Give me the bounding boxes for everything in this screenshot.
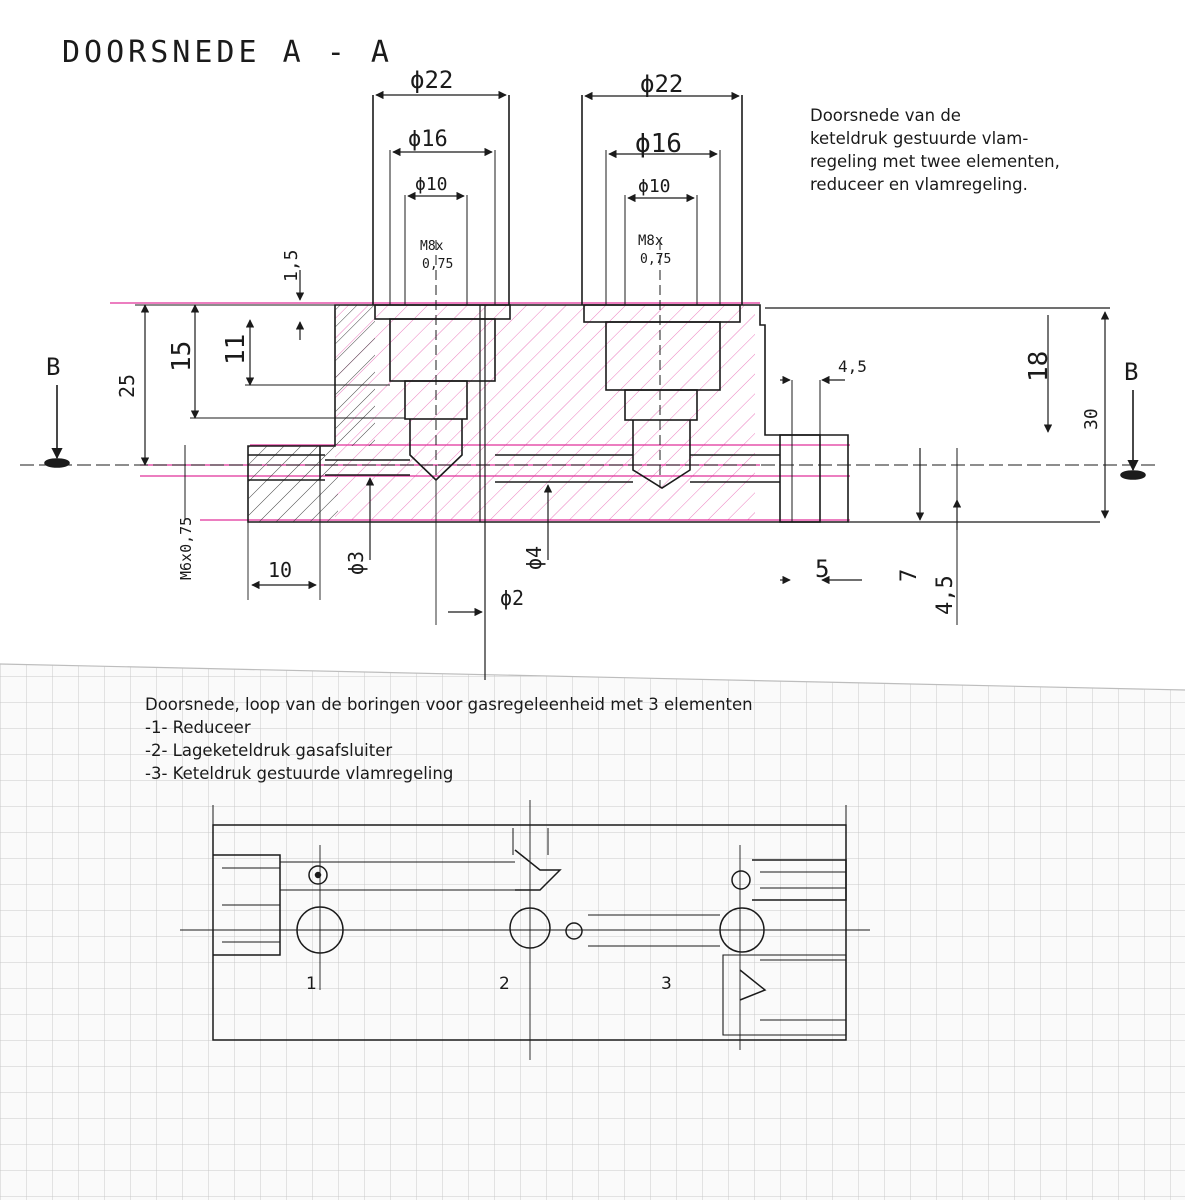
element-label-1: 1 — [306, 974, 317, 994]
dim-4-5b: 4,5 — [933, 575, 958, 615]
section-marker-right: B — [1124, 358, 1138, 386]
dim-phi3: ϕ3 — [344, 551, 368, 575]
dim-15: 15 — [167, 341, 197, 372]
dim-right-thread: M8x — [638, 233, 663, 249]
section-marker-left: B — [46, 353, 60, 381]
top-labels: DOORSNEDE A - A B B ϕ22 ϕ16 ϕ10 M8x 0,75… — [46, 35, 1138, 615]
dim-phi2: ϕ2 — [500, 586, 524, 610]
element-labels: 1 2 3 — [306, 974, 672, 994]
dim-right-phi10: ϕ10 — [638, 176, 671, 197]
grid-paper — [0, 663, 1185, 1200]
section-drawing-a-a — [20, 90, 1160, 680]
dim-5: 5 — [815, 555, 829, 583]
dim-1-5: 1,5 — [281, 249, 302, 282]
right-boss — [581, 95, 743, 489]
dim-left-thread-pitch: 0,75 — [422, 257, 453, 272]
dim-left-thread: M8x — [420, 239, 444, 254]
dim-phi4: ϕ4 — [522, 546, 546, 570]
left-boss — [372, 95, 511, 482]
element-label-3: 3 — [661, 974, 672, 994]
dim-25: 25 — [115, 374, 139, 398]
caption-bottom-line: -2- Lageketeldruk gasafsluiter — [145, 741, 393, 760]
dim-right-phi16: ϕ16 — [635, 129, 682, 159]
dim-18: 18 — [1024, 351, 1054, 382]
caption-bottom-line: -3- Keteldruk gestuurde vlamregeling — [145, 764, 454, 783]
dim-right-phi22: ϕ22 — [640, 70, 683, 98]
caption-bottom-line: Doorsnede, loop van de boringen voor gas… — [145, 695, 753, 714]
dim-right-thread-pitch: 0,75 — [640, 252, 671, 267]
caption-top-line: reduceer en vlamregeling. — [810, 175, 1028, 194]
element-label-2: 2 — [499, 974, 510, 994]
caption-top: Doorsnede van de keteldruk gestuurde vla… — [810, 104, 1140, 196]
bore-layout-drawing — [180, 800, 870, 1060]
drawing-title: DOORSNEDE A - A — [62, 35, 393, 70]
dim-4-5: 4,5 — [838, 357, 867, 376]
dim-11: 11 — [221, 334, 251, 365]
caption-bottom-line: -1- Reduceer — [145, 718, 251, 737]
block-outline-bottom — [212, 824, 847, 1041]
caption-top-line: keteldruk gestuurde vlam- — [810, 129, 1029, 148]
caption-bottom: Doorsnede, loop van de boringen voor gas… — [145, 693, 905, 785]
dim-left-phi16: ϕ16 — [408, 127, 448, 152]
caption-top-line: Doorsnede van de — [810, 106, 961, 125]
dim-left-phi10: ϕ10 — [415, 174, 448, 195]
dim-10: 10 — [268, 558, 292, 582]
dim-m6: M6x0,75 — [177, 517, 195, 580]
dim-left-phi22: ϕ22 — [410, 66, 453, 94]
dim-7: 7 — [897, 569, 922, 582]
caption-top-line: regeling met twee elementen, — [810, 152, 1060, 171]
dim-30: 30 — [1081, 408, 1102, 430]
